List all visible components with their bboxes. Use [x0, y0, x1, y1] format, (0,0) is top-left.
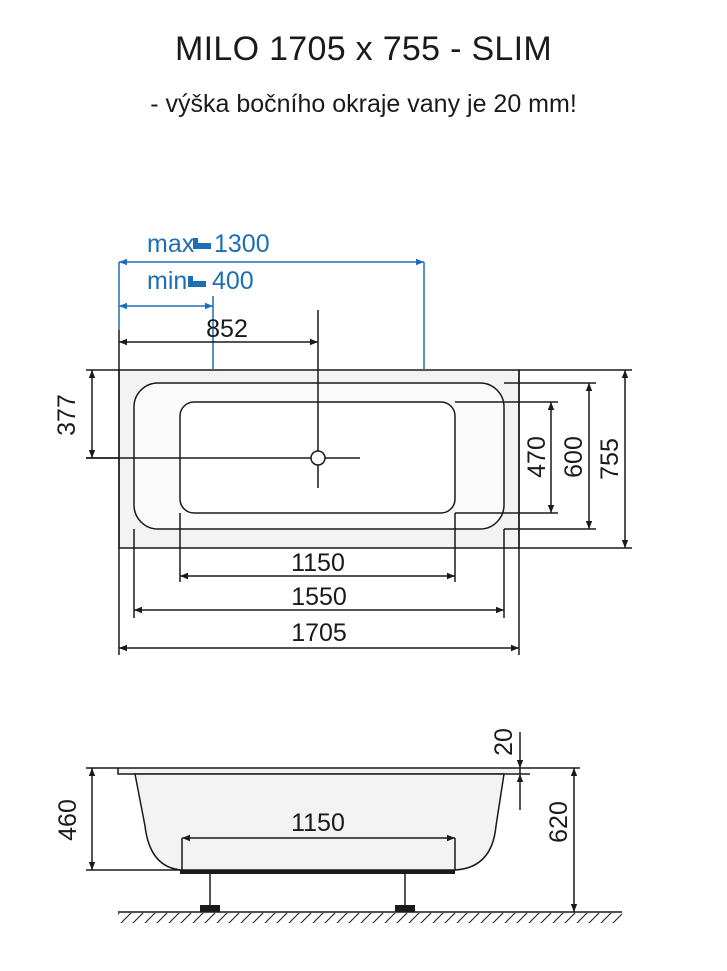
top-view: max 1300 min 400 852 377 470 600 755 — [53, 230, 632, 655]
dim-bowl-length: 1550 — [291, 583, 347, 611]
side-view: 20 460 1150 620 — [54, 728, 622, 923]
drain-symbol — [86, 310, 360, 488]
extension-lines — [86, 330, 632, 655]
dim-floor-length: 1150 — [291, 549, 345, 577]
dim-total-height: 620 — [545, 801, 573, 843]
page-subtitle: - výška bočního okraje vany je 20 mm! — [150, 90, 577, 118]
dim-total-length: 1705 — [291, 619, 347, 647]
floor-hatch — [118, 913, 622, 923]
drain-icon — [310, 450, 326, 466]
faucet-icon — [193, 238, 211, 249]
page-title: MILO 1705 x 755 - SLIM — [175, 30, 552, 68]
min-value: 400 — [212, 267, 254, 295]
faucet-range: max 1300 min 400 — [118, 230, 425, 370]
dim-bowl-width: 600 — [560, 436, 588, 478]
tub-legs — [200, 874, 415, 912]
support-frame — [180, 870, 455, 874]
dim-side-floor-length: 1150 — [291, 809, 345, 837]
dim-inner-width: 470 — [523, 436, 551, 478]
dim-drain-offset: 852 — [206, 315, 248, 343]
dim-rim-height: 20 — [490, 728, 518, 756]
dim-total-width: 755 — [596, 438, 624, 480]
max-value: 1300 — [214, 230, 270, 258]
tub-rim — [117, 767, 521, 775]
min-label: min — [147, 267, 187, 295]
dim-depth: 460 — [54, 799, 82, 841]
max-label: max — [147, 230, 195, 258]
dim-drain-depth: 377 — [53, 394, 81, 436]
faucet-icon — [188, 276, 206, 287]
